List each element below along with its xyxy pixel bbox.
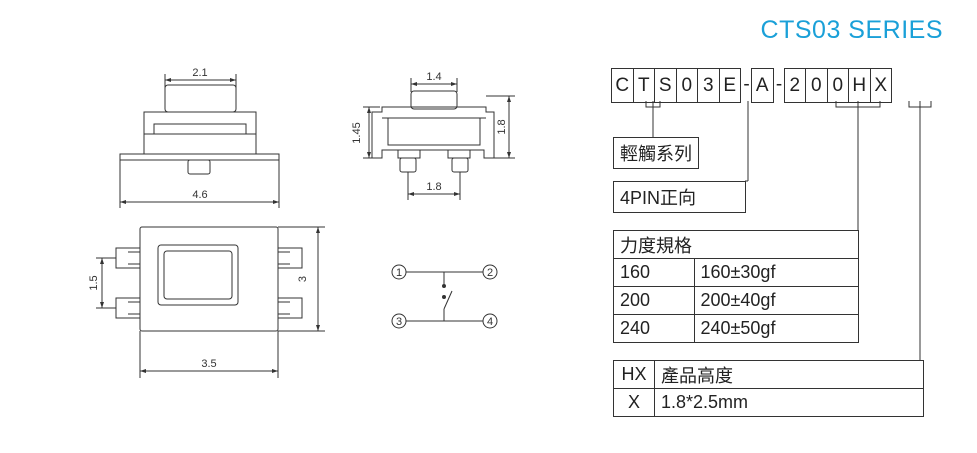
dim-side-top: 2.1 <box>192 67 207 79</box>
series-label: 輕觸系列 <box>613 137 699 169</box>
table-row: 160 160±30gf <box>613 258 859 287</box>
top-view <box>96 226 325 378</box>
force-code: 160 <box>613 258 695 287</box>
code-char: S <box>654 68 677 103</box>
part-code: C T S 0 3 E - A - 2 0 0 H X <box>611 68 892 103</box>
dim-top-bottom: 3.5 <box>201 358 216 370</box>
dim-front-bottom: 1.8 <box>426 181 441 193</box>
force-header: 力度規格 <box>613 230 859 259</box>
force-table: 力度規格 160 160±30gf 200 200±40gf 240 240±5… <box>613 230 859 343</box>
dim-front-top: 1.4 <box>426 71 441 83</box>
table-row: 240 240±50gf <box>613 314 859 343</box>
height-table: HX 產品高度 X 1.8*2.5mm <box>613 360 924 417</box>
height-value: 1.8*2.5mm <box>654 388 924 417</box>
series-box: 輕觸系列 <box>613 137 699 169</box>
force-value: 160±30gf <box>693 258 859 287</box>
code-char: H <box>848 68 871 103</box>
code-separator: - <box>743 73 750 95</box>
code-leaders <box>645 101 932 360</box>
table-row: X 1.8*2.5mm <box>613 388 924 417</box>
code-char: E <box>718 68 741 103</box>
dimension-arrows <box>100 78 511 373</box>
force-value: 240±50gf <box>693 314 859 343</box>
force-value: 200±40gf <box>693 286 859 315</box>
code-char: C <box>611 68 634 103</box>
code-char: 0 <box>675 68 698 103</box>
dim-front-right: 1.8 <box>496 119 508 134</box>
pin-4-label: 4 <box>487 316 493 328</box>
series-title: CTS03 SERIES <box>760 16 943 44</box>
dim-front-left: 1.45 <box>351 122 363 143</box>
pin-1-label: 1 <box>396 267 402 279</box>
dim-top-right: 3 <box>297 276 309 282</box>
code-char: 3 <box>697 68 720 103</box>
code-char: 0 <box>826 68 849 103</box>
table-row: HX 產品高度 <box>613 360 924 389</box>
code-char: 0 <box>805 68 828 103</box>
force-code: 240 <box>613 314 695 343</box>
pin-2-label: 2 <box>487 267 493 279</box>
pin-3-label: 3 <box>396 316 402 328</box>
code-char: 2 <box>783 68 806 103</box>
pin-box: 4PIN正向 <box>613 181 746 213</box>
code-separator: - <box>775 73 783 95</box>
height-header-code: HX <box>613 360 655 389</box>
code-char: T <box>632 68 655 103</box>
height-code: X <box>613 388 655 417</box>
side-view <box>119 74 280 208</box>
dim-side-bottom: 4.6 <box>192 189 207 201</box>
dim-top-left: 1.5 <box>88 275 100 290</box>
pin-label: 4PIN正向 <box>613 181 746 213</box>
front-view <box>363 78 515 200</box>
switch-schematic <box>391 264 498 329</box>
height-header-label: 產品高度 <box>654 360 924 389</box>
code-char: A <box>751 68 774 103</box>
table-row: 200 200±40gf <box>613 286 859 315</box>
force-code: 200 <box>613 286 695 315</box>
code-char: X <box>869 68 892 103</box>
